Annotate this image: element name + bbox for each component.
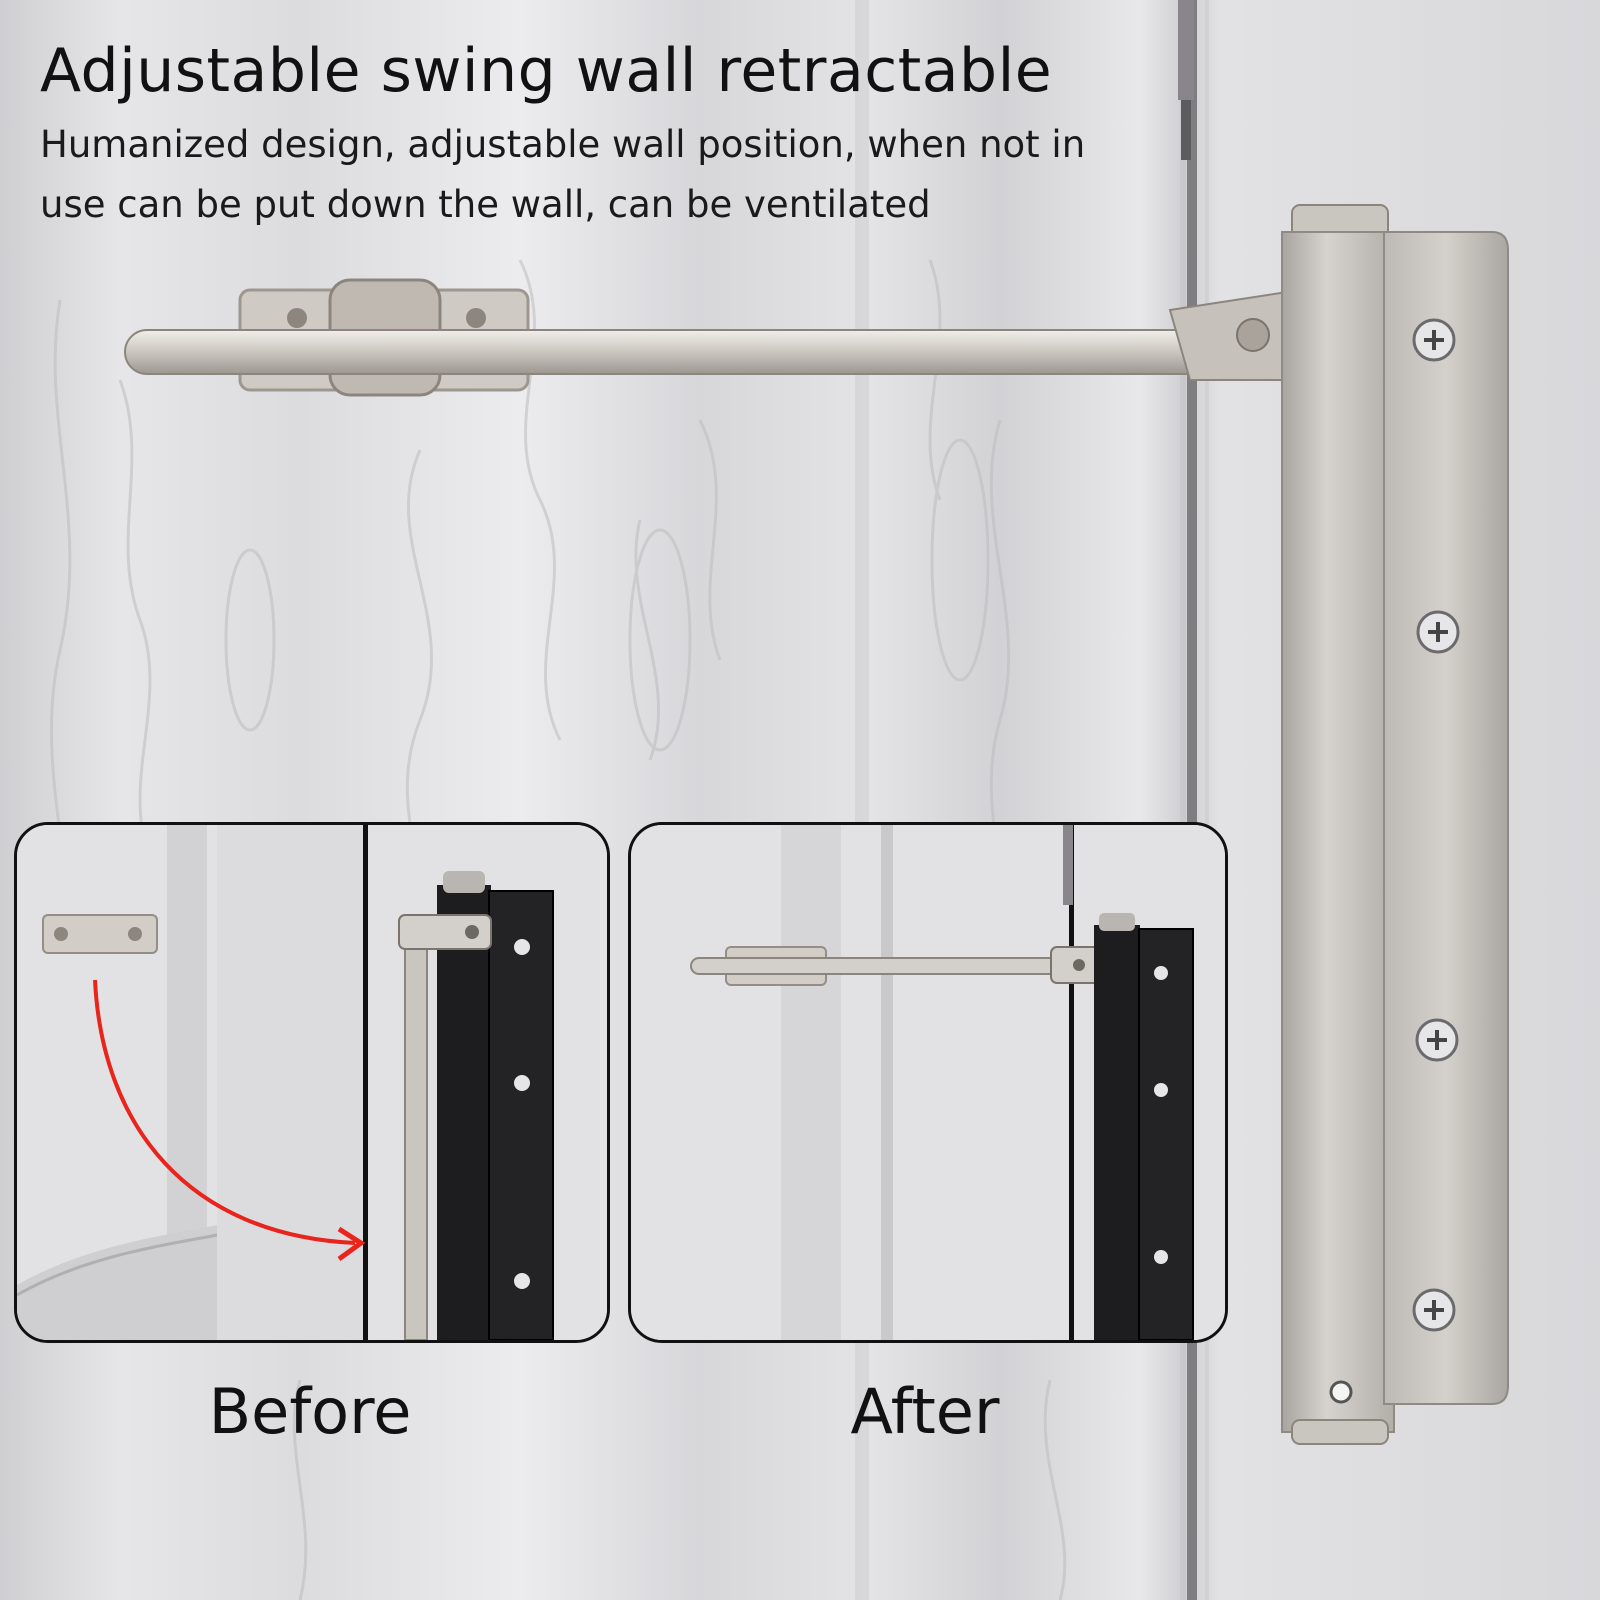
closer-arm-rod bbox=[690, 957, 1082, 975]
screw-icon bbox=[1415, 1018, 1459, 1062]
before-illustration bbox=[17, 825, 607, 1340]
after-illustration bbox=[631, 825, 1225, 1340]
closer-cylinder bbox=[1281, 204, 1395, 1445]
mounting-plate bbox=[1383, 231, 1509, 1405]
after-panel bbox=[628, 822, 1228, 1343]
before-panel bbox=[14, 822, 610, 1343]
after-caption: After bbox=[850, 1375, 1000, 1448]
screw-icon bbox=[1416, 610, 1460, 654]
page-title: Adjustable swing wall retractable bbox=[40, 36, 1053, 106]
screw-icon bbox=[1412, 318, 1456, 362]
door-gap bbox=[1187, 0, 1197, 1600]
closer-arm-rod bbox=[124, 329, 1216, 375]
screw-icon bbox=[1412, 1288, 1456, 1332]
before-caption: Before bbox=[208, 1375, 412, 1448]
wall-catch-bracket bbox=[42, 914, 158, 954]
swing-direction-arrow-icon bbox=[93, 979, 366, 1262]
page-subtitle: Humanized design, adjustable wall positi… bbox=[40, 123, 1086, 226]
top-pole bbox=[1178, 0, 1194, 100]
